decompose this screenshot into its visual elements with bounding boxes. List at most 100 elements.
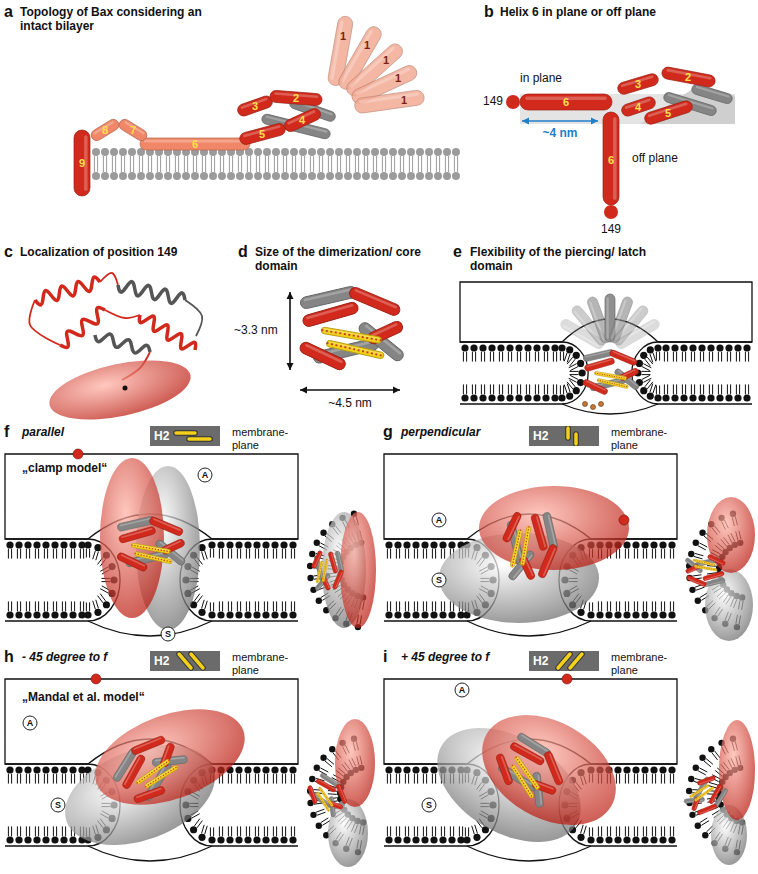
lipid-bilayer [346, 164, 347, 172]
lipid-bilayer [659, 541, 666, 548]
lipid-bilayer [739, 384, 740, 394]
lipid-bilayer [8, 549, 9, 559]
lipid-bilayer [579, 369, 586, 376]
helix-cylinder [543, 751, 563, 786]
lipid-bilayer [238, 156, 239, 164]
lipid-bilayer [376, 156, 377, 164]
annotation: in plane [520, 72, 562, 86]
lipid-bilayer [317, 172, 325, 180]
lipid-bilayer [641, 836, 648, 843]
lipid-bilayer [652, 774, 653, 784]
lipid-bilayer [659, 385, 660, 394]
helix-number: 3 [635, 78, 641, 91]
lipid-bilayer [226, 611, 233, 618]
lipid-bilayer [208, 836, 215, 843]
helix-cylinder [315, 778, 336, 793]
lipid-bilayer [218, 172, 226, 180]
lipid-bilayer [497, 394, 504, 401]
helix-cylinder [283, 107, 323, 134]
lipid-bilayer [553, 352, 554, 362]
lipid-bilayer [121, 156, 122, 164]
helix-name: H2 [154, 654, 169, 668]
dimension-arrow [289, 292, 291, 370]
lipid-bilayer [119, 172, 127, 180]
lipid-bilayer [213, 602, 214, 611]
lipid-bilayer [271, 611, 278, 618]
lipid-bilayer [29, 549, 30, 559]
lipid-bilayer-side [329, 746, 335, 752]
lipid-bilayer [106, 156, 107, 164]
helix-number: 5 [259, 128, 265, 141]
core-domain [298, 285, 406, 371]
lipid-bilayer [6, 541, 13, 548]
lipid-bilayer-side [688, 776, 694, 782]
lipid-bilayer [691, 384, 692, 394]
lipid-bilayer [472, 826, 475, 835]
lipid-bilayer [130, 156, 131, 164]
lipid-bilayer [24, 836, 31, 843]
lipid-bilayer [208, 541, 215, 548]
lipid-bilayer [450, 601, 451, 611]
helix-cylinder [324, 578, 330, 589]
lipid-bilayer [454, 164, 455, 172]
lipid-bilayer [682, 384, 683, 394]
lipid-bilayer [319, 164, 320, 172]
helix-cylinder [537, 544, 558, 579]
lipid-bilayer [255, 826, 256, 836]
lipid-bilayer [721, 384, 722, 394]
lipid-bilayer [376, 164, 377, 172]
lipid-bilayer [709, 352, 710, 362]
lipid-bilayer [265, 156, 266, 164]
lipid-bilayer [265, 164, 266, 172]
lipid-bilayer [407, 172, 415, 180]
dimension-arrow [300, 387, 307, 394]
helix-cylinder [596, 372, 626, 378]
lipid-bilayer [101, 148, 109, 156]
lipid-bilayer [93, 601, 96, 610]
orientation-label: + 45 degree to f [401, 651, 489, 665]
lipid-bilayer [439, 164, 440, 172]
helix-cylinder [614, 318, 661, 351]
lipid-bilayer [69, 766, 76, 773]
lipid-bilayer [427, 164, 428, 172]
lipid-bilayer [213, 549, 214, 558]
lipid-bilayer [493, 352, 494, 362]
lipid-bilayer [673, 384, 674, 394]
lipid-bilayer [344, 172, 352, 180]
helix-cylinder [324, 328, 380, 339]
panel-letter: e [453, 243, 462, 261]
lipid-bilayer [304, 156, 305, 164]
lipid-bilayer [317, 148, 325, 156]
lipid-bilayer [656, 352, 657, 361]
lipid-bilayer [208, 611, 215, 618]
lipid-bilayer [475, 352, 476, 362]
lipid-bilayer [460, 342, 588, 404]
lipid-bilayer [399, 774, 400, 784]
lipid-bilayer [670, 549, 671, 559]
lipid-bilayer [558, 394, 565, 401]
lipid-bilayer [643, 826, 644, 836]
lipid-bilayer [439, 156, 440, 164]
lipid-bilayer [53, 774, 54, 784]
lipid-bilayer [643, 774, 644, 784]
panel-b-art [506, 66, 735, 219]
lipid-bilayer [160, 164, 161, 172]
helix-cylinder [354, 289, 397, 309]
lipid-bilayer [601, 826, 602, 836]
lipid-bilayer-side [693, 765, 699, 771]
lipid-bilayer [619, 826, 620, 836]
lipid-bilayer [403, 541, 410, 548]
lipid-bilayer [417, 774, 418, 784]
lipid-bilayer [497, 344, 504, 351]
lipid-bilayer [184, 156, 185, 164]
lipid-bilayer [373, 156, 374, 164]
lipid-bilayer [385, 766, 392, 773]
lipid-bilayer [86, 549, 87, 558]
lipid-bilayer [718, 384, 719, 394]
lipid-bilayer [520, 352, 521, 362]
lipid-bilayer [664, 601, 665, 611]
lipid-bilayer [427, 156, 428, 164]
lipid-bilayer [659, 611, 666, 618]
helix-cylinder [589, 301, 605, 341]
lipid-bilayer [217, 541, 224, 548]
